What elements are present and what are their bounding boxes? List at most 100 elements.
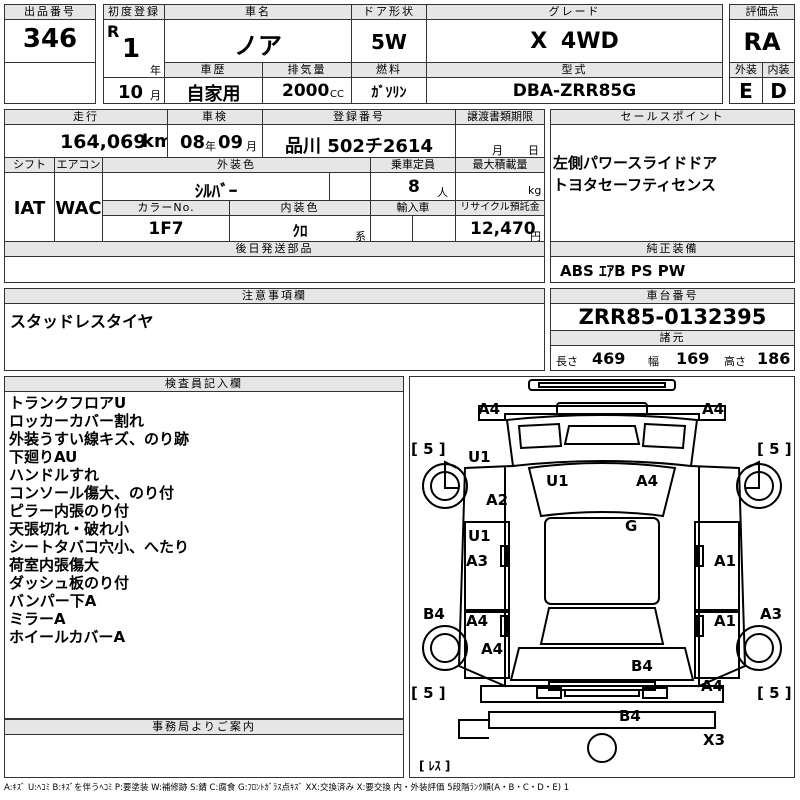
inspector-list: トランクフロアU ロッカーカバー割れ 外装うすい線キズ、のり跡 下廻りAU ハン… xyxy=(9,394,189,646)
damage-mark: A3 xyxy=(760,605,783,623)
office-label: 事務局よりご案内 xyxy=(4,719,404,735)
tire-tread-front-right: [ 5 ] xyxy=(757,440,792,458)
model-box xyxy=(426,77,723,104)
sales-points-box xyxy=(550,124,795,242)
inspector-item: ロッカーカバー割れ xyxy=(9,412,145,430)
recycle-unit: 円 xyxy=(530,230,541,243)
damage-mark: X3 xyxy=(703,731,726,749)
inspector-item: ホイールカバーA xyxy=(9,628,126,646)
divider xyxy=(103,77,165,78)
damage-mark: U1 xyxy=(546,472,569,490)
legend: A:ｷｽﾞ U:ﾍｺﾐ B:ｷｽﾞを伴うﾍｺﾐ P:要塗装 W:補修跡 S:錆 … xyxy=(4,783,570,793)
displacement-unit: CC xyxy=(330,89,344,100)
inspector-item: 天張切れ・破れ小 xyxy=(9,520,130,538)
color-no-value: 1F7 xyxy=(148,219,184,239)
damage-mark: A2 xyxy=(486,491,509,509)
inspector-label: 検査員記入欄 xyxy=(4,376,404,392)
damage-mark: A4 xyxy=(481,640,504,658)
lot-box xyxy=(4,19,96,63)
damage-mark: B4 xyxy=(619,707,641,725)
car-name: ノア xyxy=(234,32,282,60)
inspection-year: 08 xyxy=(180,132,206,153)
spec-length: 469 xyxy=(592,349,626,368)
inspector-item: コンソール傷大、のり付 xyxy=(9,484,175,502)
plate-box xyxy=(262,124,456,158)
ext-color-label: 外装色 xyxy=(102,157,371,173)
inspector-item: 下廻りAU xyxy=(9,448,78,466)
transfer-day-unit: 日 xyxy=(528,144,539,157)
grade-value: X 4WD xyxy=(530,29,619,54)
damage-mark: A1 xyxy=(714,612,737,630)
inspection-label: 車検 xyxy=(167,109,263,125)
damage-mark: A4 xyxy=(636,472,659,490)
equipment-box xyxy=(550,256,795,283)
spec-length-label: 長さ xyxy=(556,355,578,368)
max-load-label: 最大積載量 xyxy=(455,157,545,173)
spec-width-label: 幅 xyxy=(648,355,659,368)
specs-box xyxy=(550,345,795,371)
car-diagram xyxy=(422,379,782,763)
damage-mark: B4 xyxy=(423,605,445,623)
ext-score: E xyxy=(739,79,753,103)
damage-mark: A4 xyxy=(701,677,724,695)
lot-number: 346 xyxy=(22,24,78,54)
import-box-a xyxy=(370,215,413,242)
ext-color-extra xyxy=(329,172,371,201)
later-parts-box xyxy=(4,256,545,283)
spare-tire-mark: [ ﾚｽ ] xyxy=(419,759,451,773)
recycle-box xyxy=(455,215,545,242)
mileage-box xyxy=(4,124,168,158)
history-box xyxy=(164,77,263,104)
damage-mark: G xyxy=(625,517,638,535)
import-box-b xyxy=(412,215,456,242)
inspector-item: 外装うすい線キズ、のり跡 xyxy=(9,430,190,448)
model-value: DBA-ZRR85G xyxy=(512,81,637,101)
transfer-month-unit: 月 xyxy=(492,144,503,157)
transfer-box xyxy=(455,124,545,158)
damage-mark: A1 xyxy=(714,552,737,570)
inspection-month: 09 xyxy=(218,132,244,153)
notes-label: 注意事項欄 xyxy=(4,288,545,304)
int-color-value: ｸﾛ xyxy=(292,222,308,240)
int-color-label: 内装色 xyxy=(229,200,371,216)
lot-label: 出品番号 xyxy=(4,4,96,20)
inspector-item: ハンドルすれ xyxy=(9,466,100,484)
inspector-item: 荷室内張傷大 xyxy=(9,556,100,574)
aircon-value: WAC xyxy=(55,198,102,219)
inspector-item: トランクフロアU xyxy=(9,394,127,412)
inspector-item: ダッシュ板のり付 xyxy=(9,574,130,592)
mileage-label: 走行 xyxy=(4,109,168,125)
fuel-value: ｶﾞｿﾘﾝ xyxy=(371,85,407,101)
inspector-item: ミラーA xyxy=(9,610,66,628)
notes-box xyxy=(4,303,545,371)
first-reg-month: 10 xyxy=(118,82,144,103)
shift-value: IAT xyxy=(13,198,46,219)
capacity-label: 乗車定員 xyxy=(370,157,456,173)
inspector-item: バンパー下A xyxy=(9,592,97,610)
mileage-unit: km xyxy=(142,131,173,152)
shift-label: シフト xyxy=(4,157,55,173)
int-color-box xyxy=(229,215,371,242)
int-score-box xyxy=(762,77,795,104)
damage-mark: A3 xyxy=(466,552,489,570)
first-reg-year: 1 xyxy=(122,34,141,64)
equipment-label: 純正装備 xyxy=(550,241,795,257)
capacity-value: 8 xyxy=(408,177,420,197)
fuel-label: 燃料 xyxy=(351,62,427,78)
fuel-box xyxy=(351,77,427,104)
tire-tread-rear-left: [ 5 ] xyxy=(411,684,446,702)
damage-mark: U1 xyxy=(468,448,491,466)
lot-blank xyxy=(4,62,96,104)
model-label: 型式 xyxy=(426,62,723,78)
door-label: ドア形状 xyxy=(351,4,427,20)
mileage-value: 164,069 xyxy=(60,131,147,153)
transfer-label: 譲渡書類期限 xyxy=(455,109,545,125)
score-label: 評価点 xyxy=(729,4,795,20)
spec-height-label: 高さ xyxy=(724,355,746,368)
inspector-box xyxy=(4,391,404,719)
sales-point-1: 左側パワースライドドア xyxy=(553,154,718,172)
office-box xyxy=(4,734,404,778)
recycle-value: 12,470 xyxy=(470,219,536,239)
first-reg-box xyxy=(103,19,165,104)
plate-label: 登録番号 xyxy=(262,109,456,125)
